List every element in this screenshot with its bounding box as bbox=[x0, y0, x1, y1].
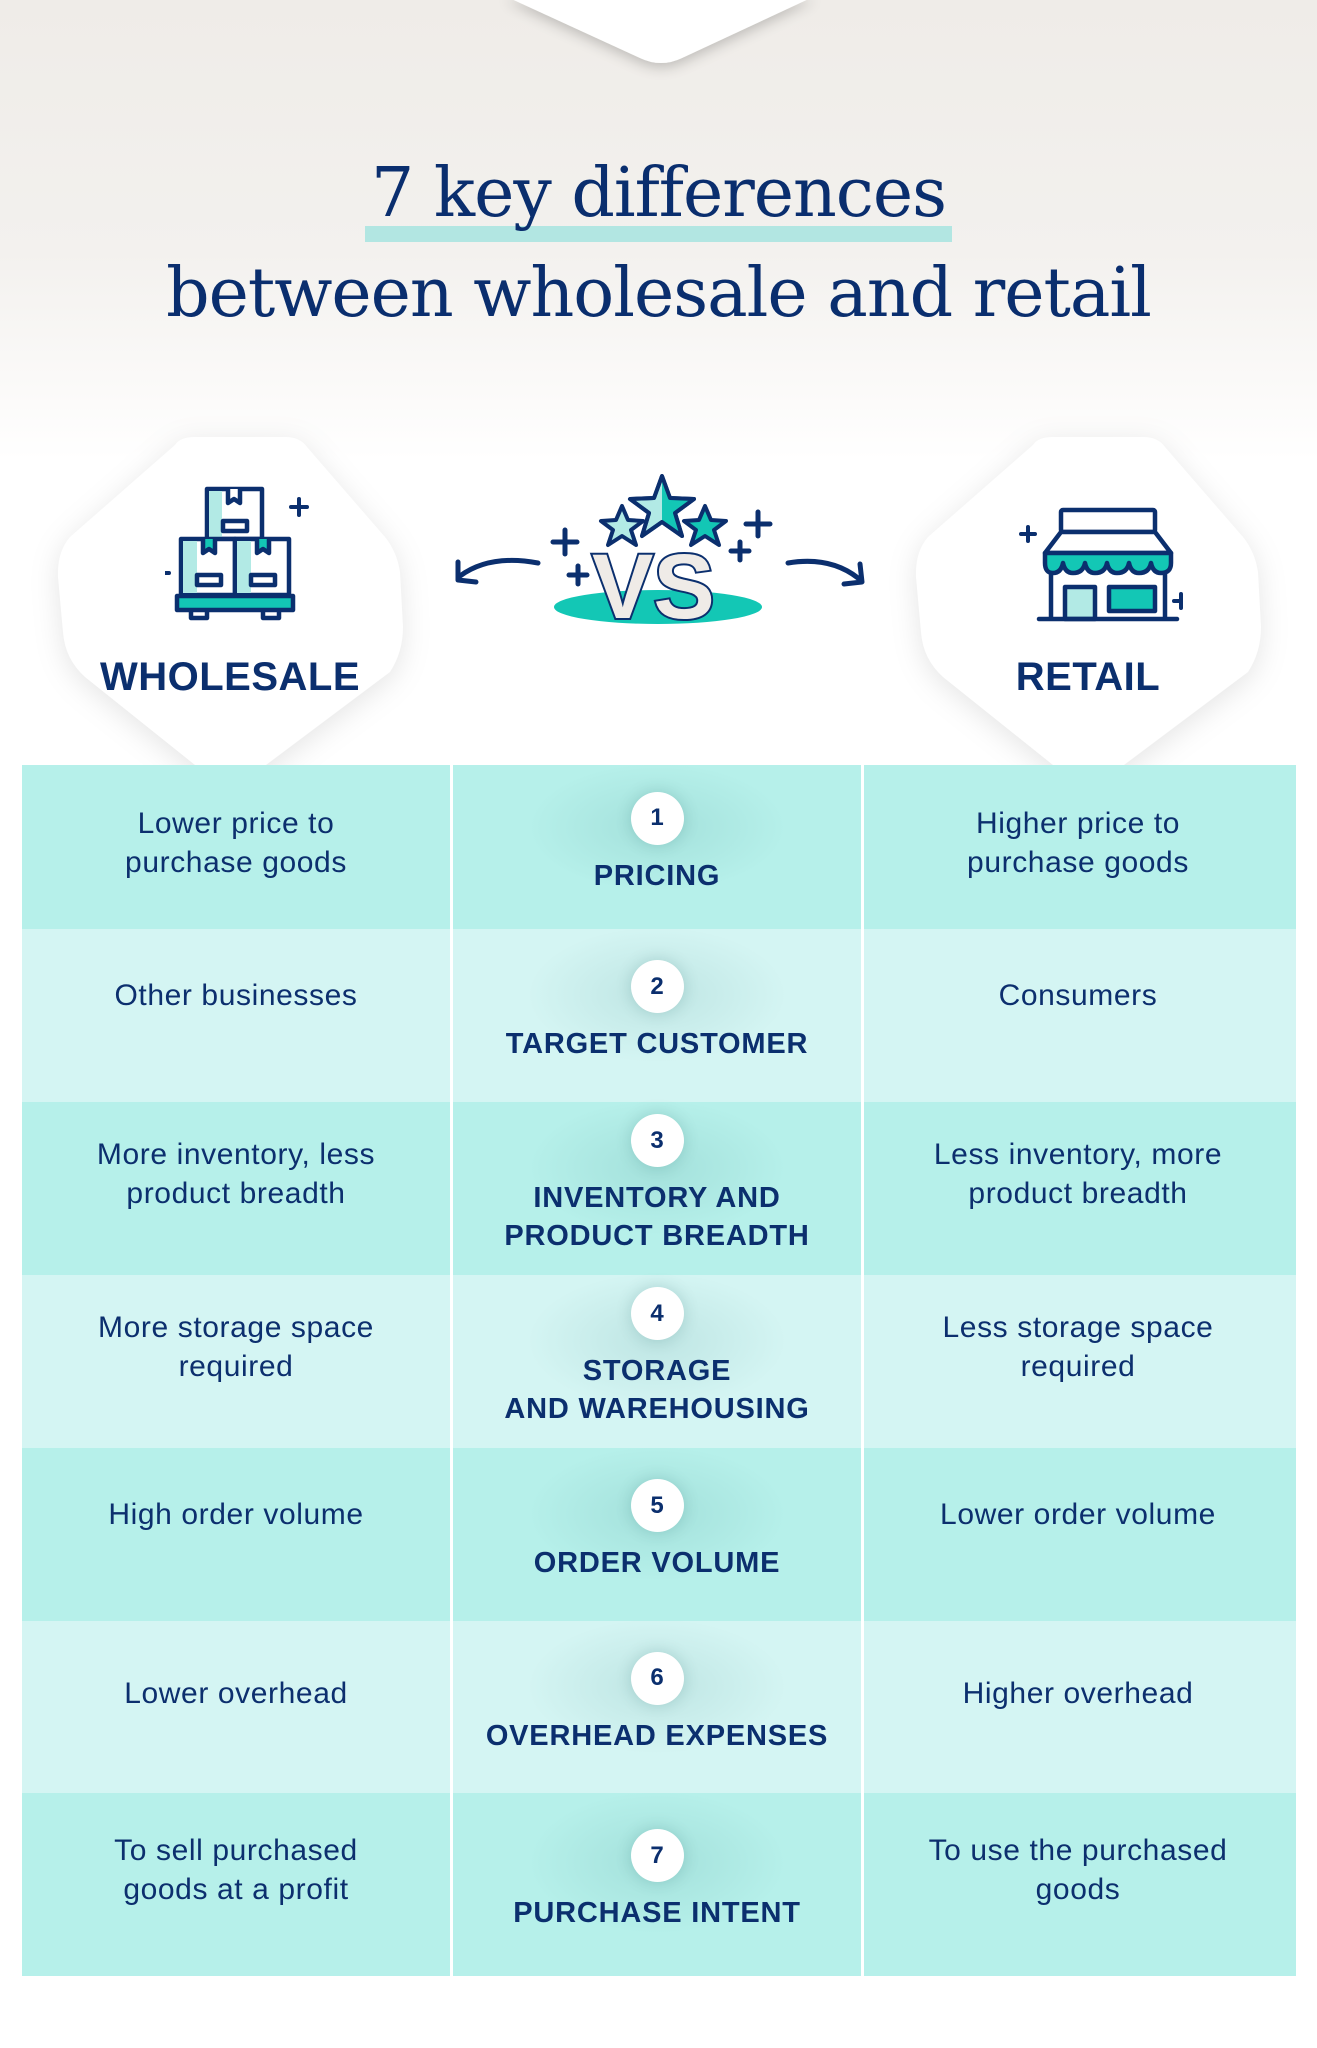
title-line-2: between wholesale and retail bbox=[166, 254, 1152, 333]
category-label: PRICING bbox=[593, 859, 721, 892]
table-row: More inventory, less product breadth 3 I… bbox=[22, 1102, 1296, 1275]
category-cell: 5 ORDER VOLUME bbox=[450, 1448, 864, 1621]
table-row: Other businesses 2 TARGET CUSTOMER Consu… bbox=[22, 929, 1296, 1102]
number-badge: 4 bbox=[630, 1287, 684, 1340]
wholesale-cell: Lower overhead bbox=[124, 1676, 348, 1710]
table-row: Lower price to purchase goods 1 PRICING … bbox=[22, 765, 1296, 929]
category-label: PURCHASE INTENT bbox=[513, 1897, 801, 1929]
retail-cell: Consumers bbox=[998, 979, 1158, 1012]
table-row: More storage space required 4 STORAGE AN… bbox=[22, 1275, 1296, 1448]
number-badge: 2 bbox=[630, 960, 684, 1013]
wholesale-cell: Other businesses bbox=[114, 979, 358, 1012]
title-line-1: 7 key differences bbox=[371, 154, 947, 233]
wholesale-cell: To sell purchased goods at a profit bbox=[114, 1833, 358, 1906]
number-badge: 5 bbox=[630, 1479, 684, 1532]
category-cell: 1 PRICING bbox=[450, 765, 864, 929]
category-label: ORDER VOLUME bbox=[533, 1547, 781, 1579]
table-row: Lower overhead 6 OVERHEAD EXPENSES Highe… bbox=[22, 1621, 1296, 1793]
category-label: INVENTORY AND PRODUCT BREADTH bbox=[504, 1182, 810, 1252]
retail-badge: RETAIL bbox=[913, 437, 1263, 787]
wholesale-cell: More inventory, less product breadth bbox=[96, 1137, 376, 1210]
category-label: TARGET CUSTOMER bbox=[505, 1028, 809, 1060]
wholesale-badge: WHOLESALE bbox=[55, 437, 405, 787]
retail-cell: Higher price to purchase goods bbox=[967, 807, 1189, 879]
category-cell: 3 INVENTORY AND PRODUCT BREADTH bbox=[450, 1102, 864, 1275]
storefront-icon bbox=[1019, 507, 1183, 622]
retail-cell: Less storage space required bbox=[942, 1310, 1214, 1383]
svg-text:VS: VS bbox=[592, 536, 715, 638]
number-badge: 3 bbox=[630, 1114, 684, 1167]
wholesale-cell: More storage space required bbox=[98, 1310, 374, 1383]
wholesale-cell: High order volume bbox=[108, 1498, 364, 1531]
category-cell: 2 TARGET CUSTOMER bbox=[450, 929, 864, 1102]
boxes-on-pallet-icon bbox=[165, 486, 309, 621]
title-highlight: 7 key differences bbox=[365, 160, 952, 242]
retail-cell: Higher overhead bbox=[962, 1676, 1194, 1710]
wholesale-cell: Lower price to purchase goods bbox=[125, 807, 347, 879]
wholesale-label: WHOLESALE bbox=[99, 655, 361, 699]
retail-cell: Lower order volume bbox=[940, 1498, 1216, 1531]
comparison-table: Lower price to purchase goods 1 PRICING … bbox=[22, 765, 1296, 1976]
category-label: STORAGE AND WAREHOUSING bbox=[504, 1355, 810, 1425]
table-row: High order volume 5 ORDER VOLUME Lower o… bbox=[22, 1448, 1296, 1621]
retail-cell: Less inventory, more product breadth bbox=[933, 1137, 1223, 1210]
category-cell: 7 PURCHASE INTENT bbox=[450, 1793, 864, 1976]
category-label: OVERHEAD EXPENSES bbox=[485, 1719, 829, 1752]
number-badge: 6 bbox=[630, 1651, 684, 1705]
retail-cell: To use the purchased goods bbox=[928, 1833, 1228, 1906]
top-chevron-shape bbox=[513, 0, 807, 63]
number-badge: 7 bbox=[630, 1829, 684, 1882]
retail-label: RETAIL bbox=[1015, 655, 1161, 699]
table-row: To sell purchased goods at a profit 7 PU… bbox=[22, 1793, 1296, 1976]
category-cell: 4 STORAGE AND WAREHOUSING bbox=[450, 1275, 864, 1448]
vs-stars-icon: VS bbox=[455, 474, 865, 638]
category-cell: 6 OVERHEAD EXPENSES bbox=[450, 1621, 864, 1793]
number-badge: 1 bbox=[630, 791, 684, 845]
